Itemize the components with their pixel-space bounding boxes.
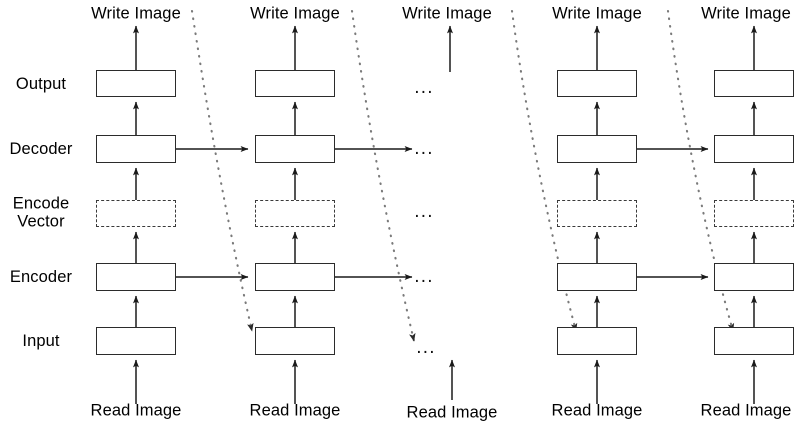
feedback-curve-2 <box>350 9 416 343</box>
write-image-label-t2: Write Image <box>250 4 340 23</box>
input-box-tn1[interactable] <box>557 327 637 355</box>
decoder-box-tn[interactable] <box>714 135 794 163</box>
ellipsis-encode-vector-row: ... <box>414 201 434 222</box>
write-image-label-t1: Write Image <box>91 4 181 23</box>
row-label-input: Input <box>22 331 60 350</box>
encoder-box-t2[interactable] <box>255 263 335 291</box>
output-box-t1[interactable] <box>96 70 176 97</box>
read-image-label-dots: Read Image <box>406 403 498 422</box>
read-image-label-tn1: Read Image <box>551 401 643 420</box>
encode-vector-box-tn1[interactable] <box>557 200 637 227</box>
encoder-box-t1[interactable] <box>96 263 176 291</box>
ellipsis-encoder-row: ... <box>414 266 434 287</box>
ellipsis-input-row: ... <box>416 337 436 358</box>
read-image-label-tn: Read Image <box>700 401 792 420</box>
encoder-box-tn[interactable] <box>714 263 794 291</box>
output-box-tn[interactable] <box>714 70 794 97</box>
decoder-box-tn1[interactable] <box>557 135 637 163</box>
vertical-arrows-column-dots <box>446 25 455 400</box>
encode-vector-box-t2[interactable] <box>255 200 335 227</box>
encoder-box-tn1[interactable] <box>557 263 637 291</box>
encode-vector-box-t1[interactable] <box>96 200 176 227</box>
row-label-decoder: Decoder <box>9 139 73 158</box>
input-box-t2[interactable] <box>255 327 335 355</box>
read-image-label-t2: Read Image <box>249 401 341 420</box>
feedback-curve-1 <box>190 9 254 333</box>
write-image-label-dots: Write Image <box>402 4 492 23</box>
ellipsis-output-row: ... <box>414 77 434 98</box>
row-label-output: Output <box>15 74 67 93</box>
decoder-box-t2[interactable] <box>255 135 335 163</box>
input-box-t1[interactable] <box>96 327 176 355</box>
row-label-encoder: Encoder <box>9 267 73 286</box>
encode-vector-box-tn[interactable] <box>714 200 794 227</box>
output-box-tn1[interactable] <box>557 70 637 97</box>
read-image-label-t1: Read Image <box>90 401 182 420</box>
write-image-label-tn1: Write Image <box>552 4 642 23</box>
ellipsis-decoder-row: ... <box>414 138 434 159</box>
row-label-encode-vector: Encode Vector <box>12 194 70 231</box>
decoder-box-t1[interactable] <box>96 135 176 163</box>
write-image-label-tn: Write Image <box>701 4 791 23</box>
feedback-dotted-curves <box>190 9 735 343</box>
input-box-tn[interactable] <box>714 327 794 355</box>
output-box-t2[interactable] <box>255 70 335 97</box>
